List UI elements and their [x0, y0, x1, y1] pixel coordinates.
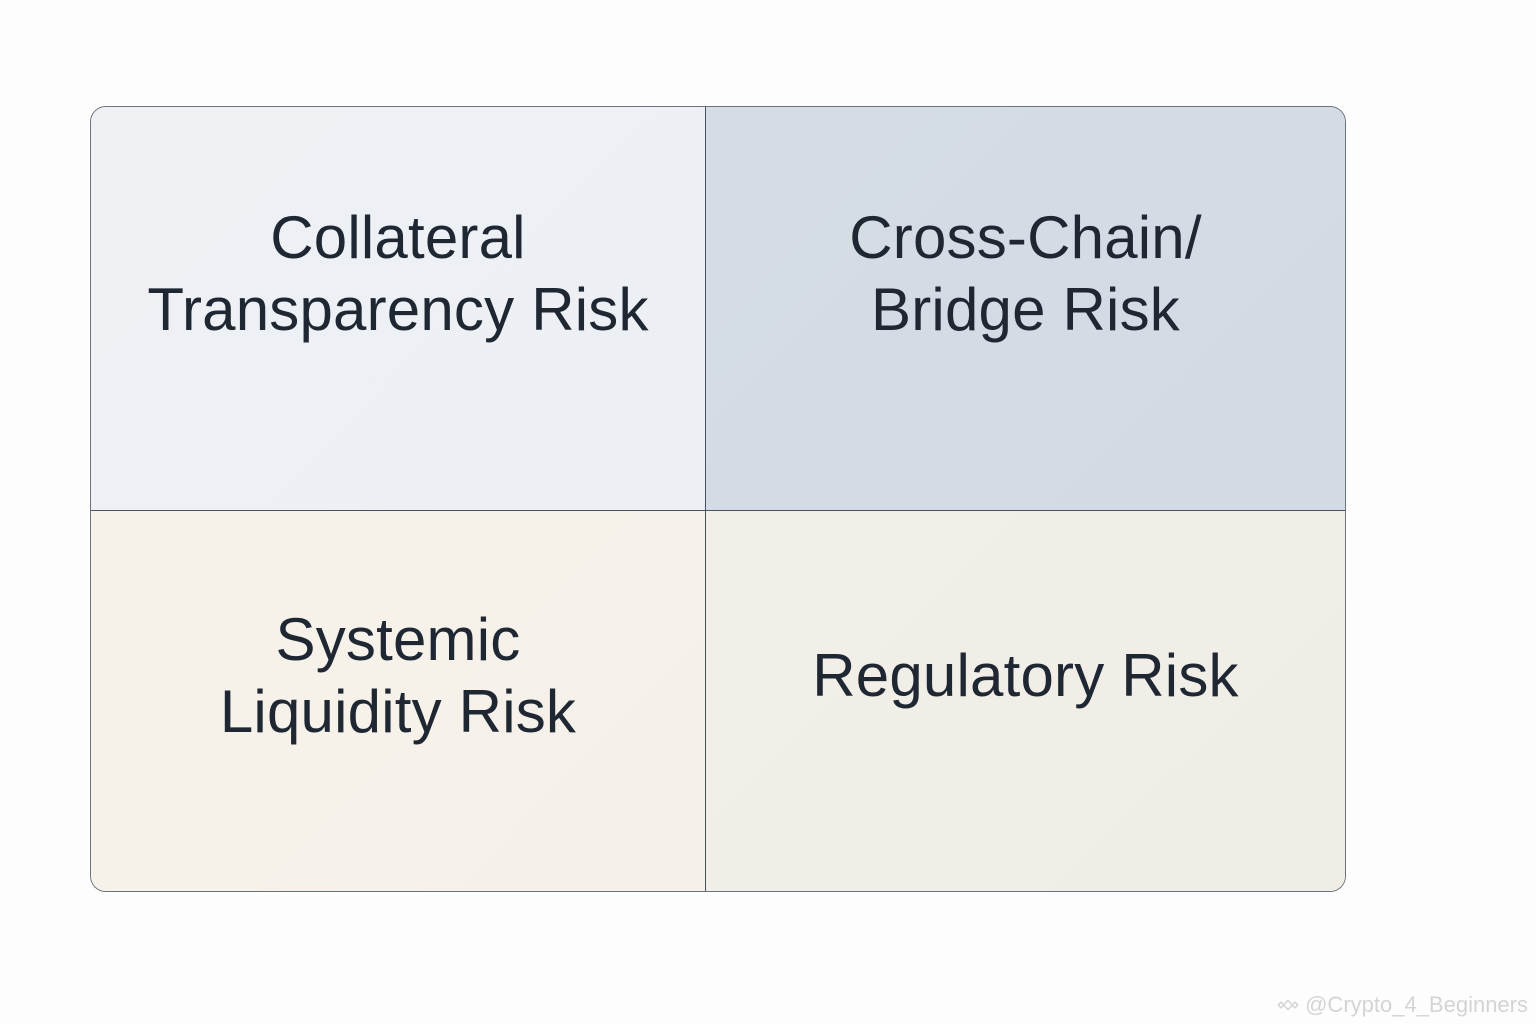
binance-logo-icon [1277, 999, 1299, 1011]
quadrant-label-cross-chain-bridge: Cross-Chain/ Bridge Risk [849, 203, 1202, 343]
quadrant-label-regulatory: Regulatory Risk [812, 642, 1239, 709]
quadrant-top-right: Cross-Chain/ Bridge Risk [706, 107, 1345, 511]
quadrant-top-left: Collateral Transparency Risk [91, 107, 706, 511]
quadrant-bottom-right: Regulatory Risk [706, 511, 1345, 891]
quadrant-bottom-left: Systemic Liquidity Risk [91, 511, 706, 891]
quadrant-label-collateral-transparency: Collateral Transparency Risk [147, 203, 649, 343]
watermark-text: @Crypto_4_Beginners [1305, 992, 1528, 1017]
quadrant-label-systemic-liquidity: Systemic Liquidity Risk [219, 606, 577, 745]
risk-quadrant-grid: Collateral Transparency Risk Cross-Chain… [90, 106, 1346, 892]
watermark: @Crypto_4_Beginners [1277, 992, 1528, 1018]
